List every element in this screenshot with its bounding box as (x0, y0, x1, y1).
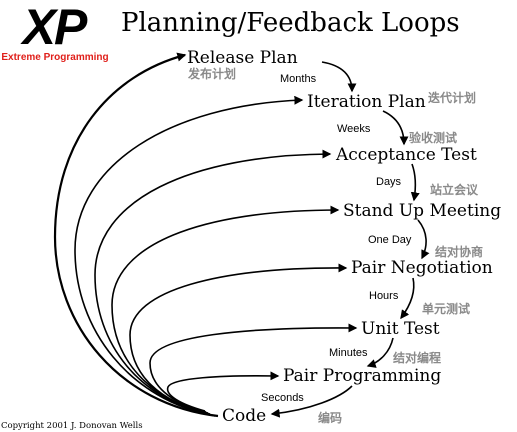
return-curve-negotiation (129, 263, 348, 414)
stage-labels: Release Plan Iteration Plan Acceptance T… (187, 48, 501, 426)
translation-pair-programming: 结对编程 (393, 350, 441, 365)
stage-pair-negotiation: Pair Negotiation (351, 258, 493, 278)
translation-unit-test: 单元测试 (422, 301, 470, 316)
interval-hours: Hours (369, 290, 399, 302)
translation-pair-negotiation: 结对协商 (435, 244, 483, 259)
stage-stand-up-meeting: Stand Up Meeting (343, 201, 501, 221)
interval-one-day: One Day (368, 234, 412, 246)
arrow-release-to-iteration (321, 61, 357, 93)
interval-seconds: Seconds (261, 392, 304, 404)
stage-unit-test: Unit Test (361, 319, 440, 339)
arrow-pairprog-to-code (270, 385, 353, 418)
translation-iteration-plan: 迭代计划 (428, 90, 476, 105)
arrow-unittest-to-pairprog (366, 337, 394, 368)
translation-release-plan: 发布计划 (187, 66, 236, 81)
arrow-negotiation-to-unittest (400, 277, 415, 320)
arrow-acceptance-to-standup (410, 163, 420, 202)
return-curves (74, 95, 358, 417)
xp-logo-mark: XP (20, 0, 88, 55)
translation-stand-up-meeting: 站立会议 (430, 182, 479, 197)
xp-logo-subtitle: Extreme Programming (1, 52, 108, 63)
interval-months: Months (280, 73, 317, 85)
interval-labels: Months Weeks Days One Day Hours Minutes … (261, 73, 412, 404)
interval-days: Days (376, 176, 402, 188)
translation-code: 编码 (317, 410, 342, 425)
interval-weeks: Weeks (337, 123, 371, 135)
stage-acceptance-test: Acceptance Test (335, 145, 477, 165)
stage-translations: 发布计划 迭代计划 验收测试 站立会议 结对协商 单元测试 结对编程 编码 (187, 66, 483, 425)
return-curve-iteration (74, 95, 304, 417)
return-curve-standup (111, 205, 340, 415)
copyright: Copyright 2001 J. Donovan Wells (1, 421, 143, 431)
return-curve-pairprog (166, 371, 280, 412)
xp-logo: XP Extreme Programming (1, 0, 108, 63)
feedback-outer-arc (53, 52, 219, 418)
stage-code: Code (222, 406, 266, 426)
interval-minutes: Minutes (329, 347, 368, 359)
arrow-standup-to-negotiation (417, 219, 430, 260)
return-curve-acceptance (94, 149, 332, 416)
stage-pair-programming: Pair Programming (283, 366, 441, 386)
translation-acceptance-test: 验收测试 (409, 130, 457, 145)
page-title: Planning/Feedback Loops (121, 8, 460, 38)
return-curve-unittest (149, 323, 358, 413)
forward-arrows (270, 61, 430, 418)
arrow-iteration-to-acceptance (382, 110, 409, 146)
stage-release-plan: Release Plan (187, 48, 298, 68)
stage-iteration-plan: Iteration Plan (307, 92, 426, 112)
